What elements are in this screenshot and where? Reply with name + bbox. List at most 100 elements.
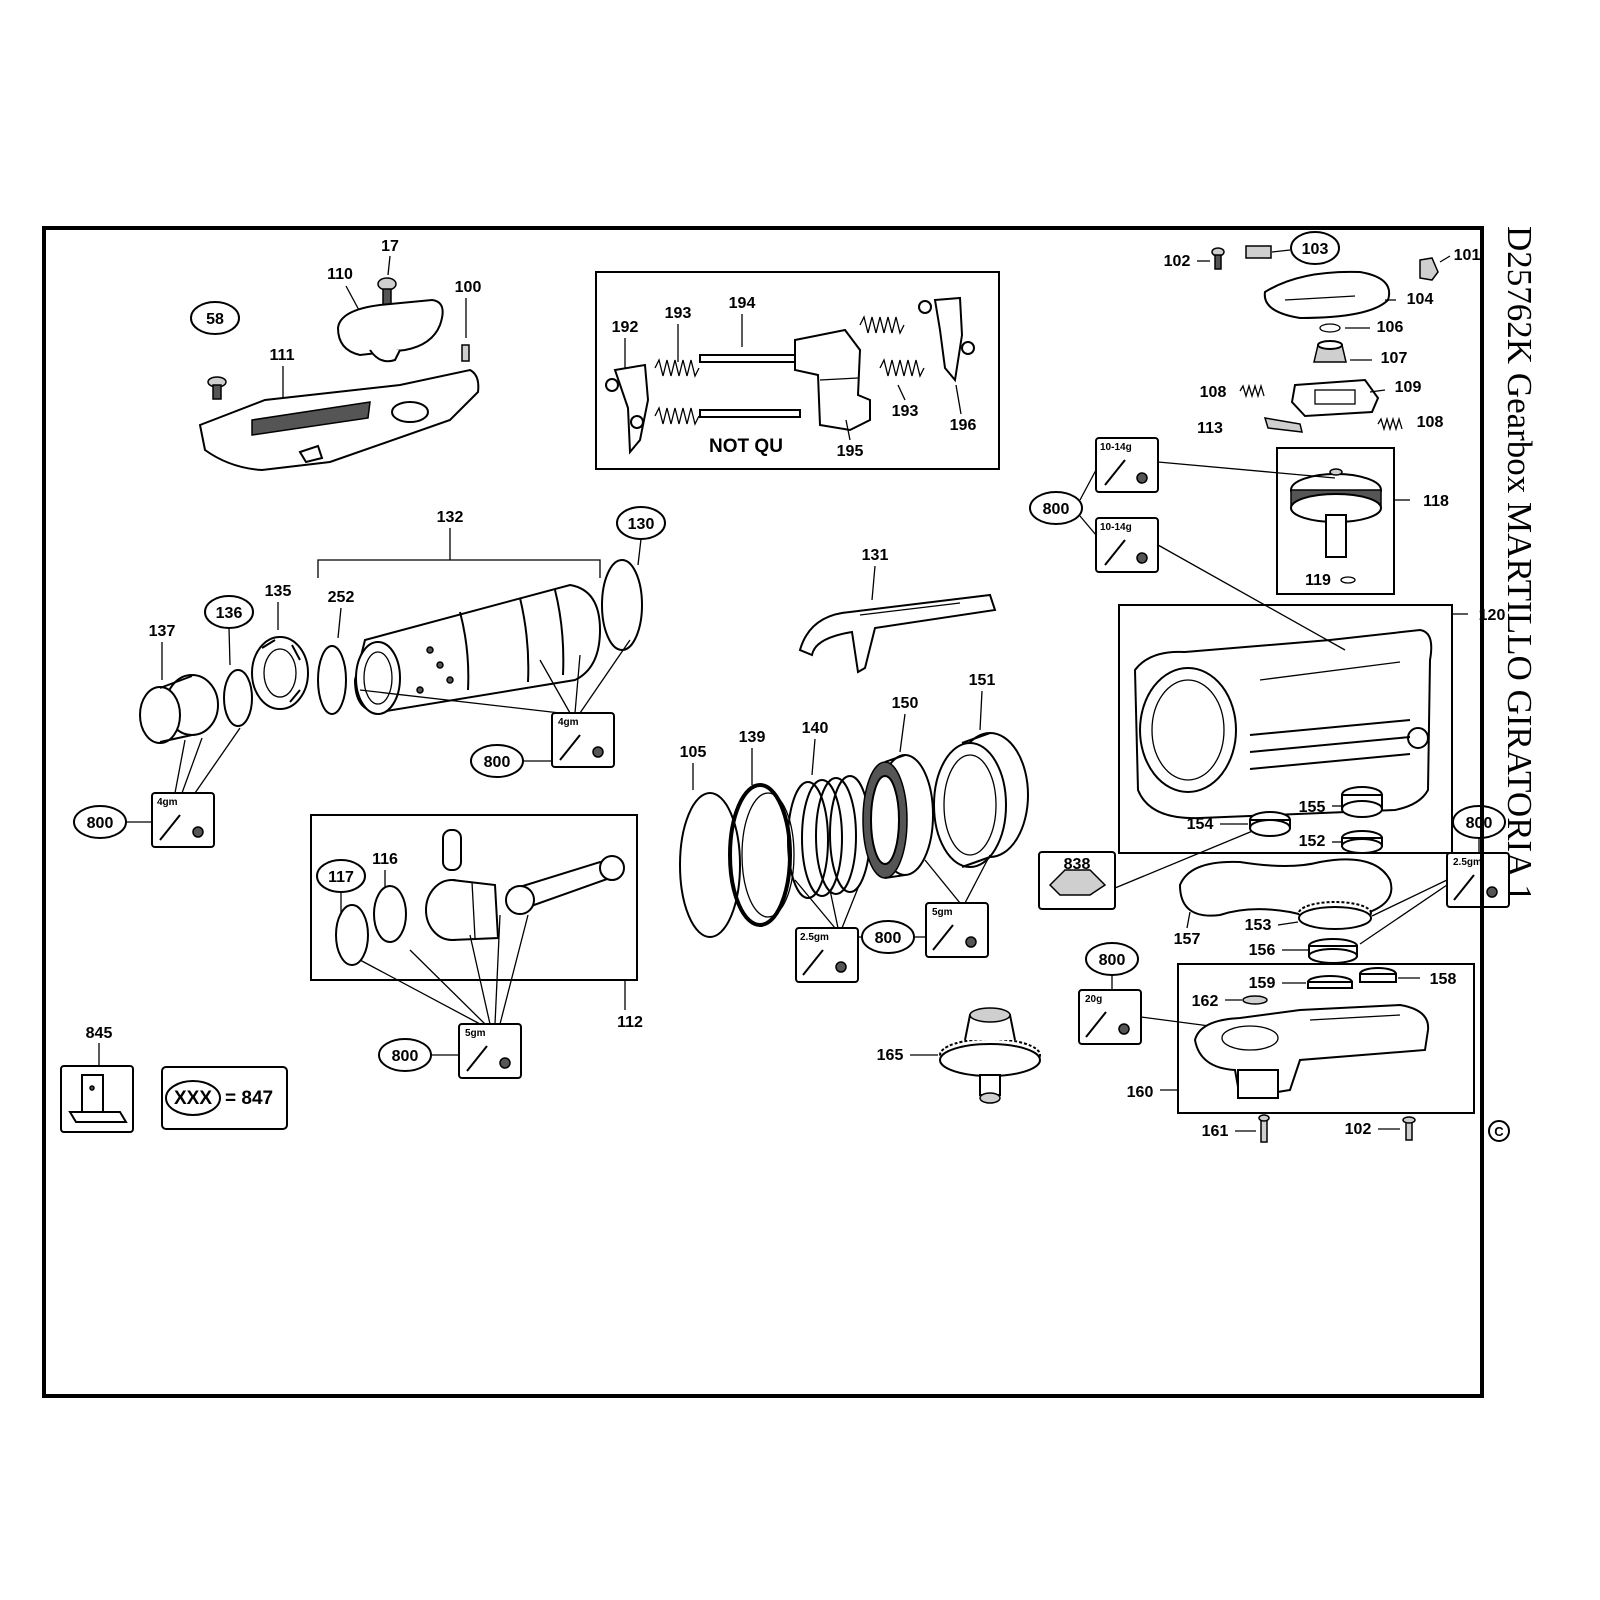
part-838: 838: [1038, 851, 1116, 910]
label-58: 58: [206, 311, 224, 328]
label-150: 150: [892, 695, 919, 712]
holder-109-part: [1290, 378, 1380, 418]
selector-195-part: [794, 328, 871, 432]
plate-104-part: [1263, 270, 1391, 320]
bearing-155-part: [1341, 786, 1383, 818]
label-135: 135: [265, 583, 292, 600]
diagram-frame: [42, 226, 1484, 1398]
gear-118-box: [1276, 447, 1395, 595]
label-112: 112: [617, 1014, 643, 1031]
label-195: 195: [837, 443, 864, 460]
label-116: 116: [372, 851, 398, 868]
gear-153-part: [1298, 901, 1372, 930]
not-qu-box: [595, 271, 1000, 470]
label-118: 118: [1423, 493, 1449, 510]
piston-part: [425, 879, 500, 941]
label-113: 113: [1197, 420, 1223, 437]
label-105: 105: [680, 744, 707, 761]
label-800-7: 800: [1099, 952, 1126, 969]
pin-part: [442, 829, 462, 871]
label-106: 106: [1377, 319, 1404, 336]
label-132: 132: [437, 509, 464, 526]
bearing-151-part: [933, 732, 1029, 868]
knob-107-part: [1313, 340, 1347, 363]
part-130-callout: 130: [616, 506, 666, 540]
grease-icon-9: 20g: [1078, 989, 1142, 1045]
seal-162-part: [1242, 995, 1268, 1005]
grease-icon-2: 10-14g: [1095, 517, 1159, 573]
bearing-152-part: [1341, 830, 1383, 854]
copyright-mark: C: [1488, 1120, 1510, 1142]
part-117-callout: 117: [316, 859, 366, 893]
label-800-5: 800: [875, 930, 902, 947]
label-139: 139: [739, 729, 766, 746]
piston-112-box: [310, 814, 638, 981]
washer-117-part: [335, 904, 369, 966]
gear-118-part: [1290, 468, 1382, 558]
lever-196-part: [918, 296, 975, 383]
lubricant-800-callout-1: 800: [1029, 491, 1083, 525]
grease-icon-8: 2.5gm: [1446, 852, 1510, 908]
part-136-callout: 136: [204, 595, 254, 629]
grease-label-3: 4gm: [558, 717, 579, 728]
grease-label-6: 2.5gm: [800, 932, 829, 943]
grease-label-2: 10-14g: [1100, 522, 1132, 533]
case-160-box: [1177, 963, 1475, 1114]
spring-108-left: [1239, 383, 1265, 399]
rod-194-part: [699, 354, 801, 418]
clutch-135-part: [251, 636, 309, 710]
grease-label-4: 4gm: [157, 797, 178, 808]
case-160-part: [1193, 1003, 1430, 1100]
lubricant-800-callout-7: 800: [1085, 942, 1139, 976]
lever-192-part: [605, 363, 650, 455]
pin-100-part: [461, 344, 470, 362]
oring-105-part: [679, 792, 741, 938]
label-155: 155: [1299, 799, 1326, 816]
guide-131-part: [798, 593, 997, 674]
ring-136-part: [223, 669, 253, 727]
housing-120-part: [1133, 628, 1433, 820]
gasket-157-part: [1178, 858, 1393, 918]
bearing-154-part: [1249, 811, 1291, 837]
lubricant-800-callout-5: 800: [861, 920, 915, 954]
label-194: 194: [729, 295, 756, 312]
label-136: 136: [216, 605, 243, 622]
grease-icon-1: 10-14g: [1095, 437, 1159, 493]
screw-102b-part: [1402, 1116, 1416, 1141]
label-153: 153: [1245, 917, 1272, 934]
label-130: 130: [628, 516, 655, 533]
legend-code: XXX: [174, 1088, 212, 1109]
label-100: 100: [455, 279, 482, 296]
label-131: 131: [862, 547, 889, 564]
springs-193-right: [859, 315, 925, 378]
oring-106-part: [1319, 323, 1341, 333]
label-800-6: 800: [1466, 815, 1493, 832]
spring-140-part: [787, 775, 871, 899]
housing-120-box: [1118, 604, 1453, 854]
part-103-callout: 103: [1290, 231, 1340, 265]
bearing-159-part: [1307, 975, 1353, 989]
label-101: 101: [1454, 247, 1481, 264]
label-165: 165: [877, 1047, 904, 1064]
label-151: 151: [969, 672, 996, 689]
springs-193-left: [654, 358, 700, 426]
lubricant-800-callout-6: 800: [1452, 805, 1506, 839]
ring-116-part: [373, 885, 407, 943]
label-108b: 108: [1417, 414, 1444, 431]
ring-139-part: [728, 783, 795, 927]
label-252: 252: [328, 589, 355, 606]
label-137: 137: [149, 623, 176, 640]
pin-161-part: [1258, 1114, 1270, 1143]
legend-equals: = 847: [225, 1088, 273, 1109]
grease-icon-3: 4gm: [551, 712, 615, 768]
barrel-132-part: [353, 583, 602, 715]
label-193a: 193: [665, 305, 692, 322]
grease-icon-5: 5gm: [458, 1023, 522, 1079]
label-111: 111: [270, 347, 295, 364]
label-161: 161: [1202, 1123, 1229, 1140]
grease-label-7: 5gm: [932, 907, 953, 918]
label-120: 120: [1479, 607, 1506, 624]
label-800-1: 800: [1043, 501, 1070, 518]
label-17: 17: [381, 238, 399, 255]
grease-label-8: 2.5gm: [1453, 857, 1482, 868]
